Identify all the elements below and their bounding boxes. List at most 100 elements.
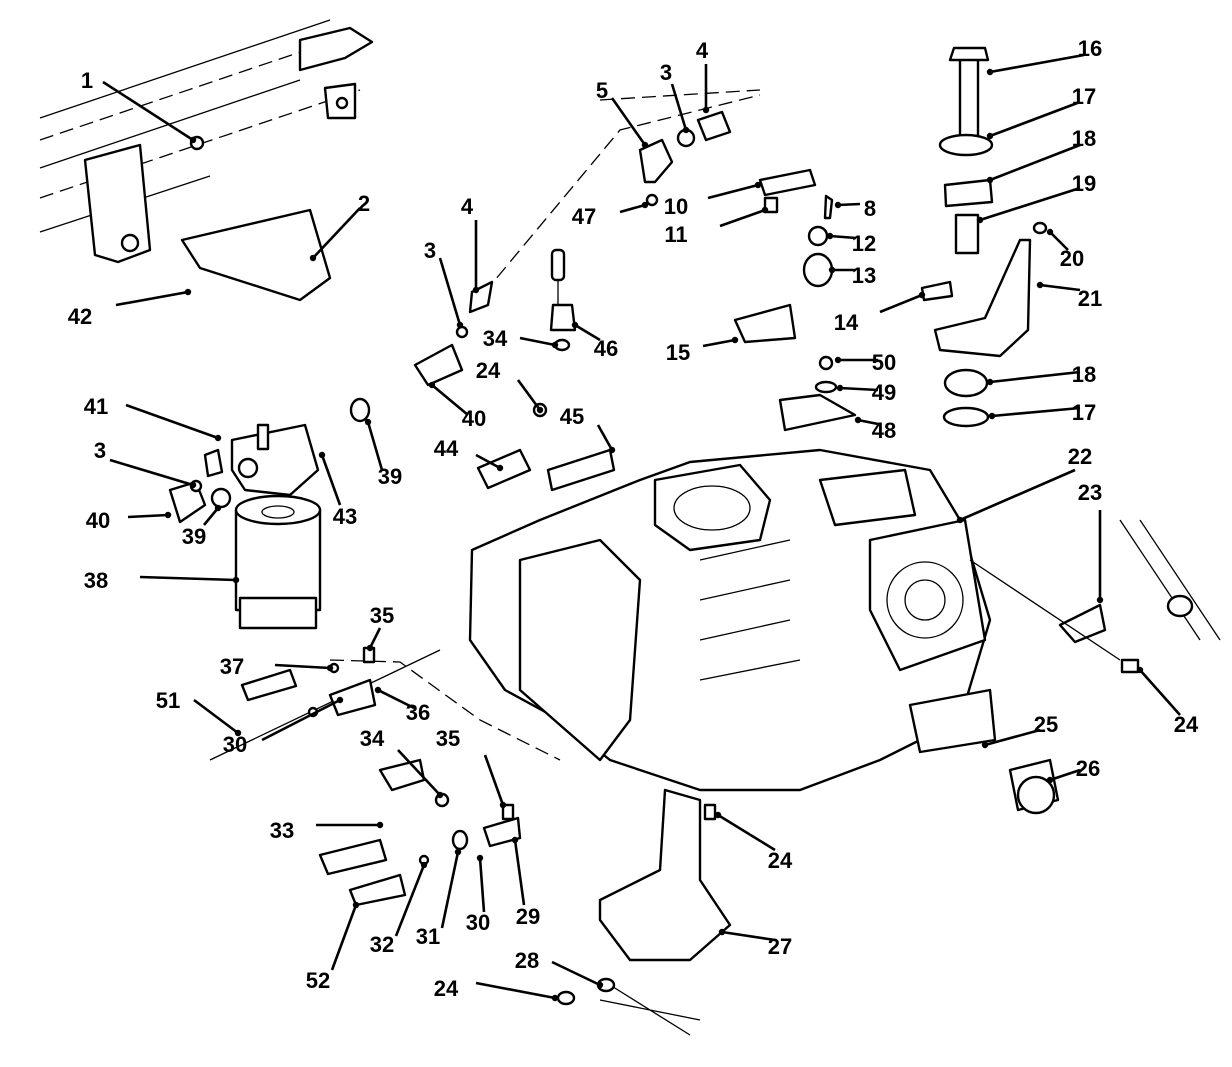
- leader-line-c2: [312, 207, 361, 259]
- leader-line-c38: [139, 575, 237, 582]
- callout-label-c50: 50: [872, 350, 896, 375]
- callout-label-c2: 2: [358, 191, 370, 216]
- leader-dot-c21: [1036, 281, 1044, 289]
- callout-label-c47: 47: [572, 204, 596, 229]
- leader-line-c5: [610, 97, 647, 146]
- leader-line-c49: [839, 386, 879, 392]
- leader-dot-c33: [376, 821, 384, 829]
- callout-label-c8: 8: [864, 196, 876, 221]
- leader-dot-c14: [918, 291, 926, 299]
- leader-line-c47: [619, 203, 646, 214]
- leader-line-c39a: [366, 421, 384, 471]
- callout-label-c23: 23: [1078, 480, 1102, 505]
- leader-dot-c18a: [986, 176, 994, 184]
- leader-dot-c52: [352, 901, 360, 909]
- leader-dot-c24c: [714, 811, 722, 819]
- callout-label-c3a: 3: [660, 60, 672, 85]
- leader-line-c24b: [1139, 669, 1181, 716]
- leader-dot-c31: [454, 848, 462, 856]
- leader-line-c36: [377, 688, 415, 710]
- callout-label-c48: 48: [872, 418, 896, 443]
- leader-dot-c34a: [436, 791, 444, 799]
- leader-line-c3b: [438, 257, 462, 326]
- callout-label-c20: 20: [1060, 246, 1084, 271]
- leader-line-c30b: [478, 857, 486, 913]
- callout-label-c40b: 40: [86, 508, 110, 533]
- leader-line-c14: [879, 293, 923, 314]
- leader-line-c26: [1049, 768, 1081, 782]
- leader-dot-c35a: [366, 644, 374, 652]
- leader-line-c24c: [717, 813, 776, 852]
- leader-dot-c26: [1046, 776, 1054, 784]
- callout-label-c19: 19: [1072, 171, 1096, 196]
- leader-line-c44: [475, 453, 501, 470]
- leader-line-c17b: [991, 406, 1081, 418]
- leader-dot-c46: [571, 321, 579, 329]
- callout-label-c35a: 35: [370, 603, 394, 628]
- leader-line-c17a: [989, 100, 1081, 138]
- leader-dot-c3b: [456, 321, 464, 329]
- mount-assembly: [814, 46, 1048, 428]
- leader-dot-c5: [641, 141, 649, 149]
- callout-label-c17a: 17: [1072, 84, 1096, 109]
- leader-dot-c2: [309, 254, 317, 262]
- leader-line-c30a: [261, 698, 341, 742]
- callout-label-c40a: 40: [462, 406, 486, 431]
- leader-dot-c10: [754, 181, 762, 189]
- leader-dot-c24b: [1136, 666, 1144, 674]
- callout-label-c10: 10: [664, 194, 688, 219]
- callout-label-c24b: 24: [1174, 712, 1199, 737]
- callout-label-c30b: 30: [466, 910, 490, 935]
- leader-line-c42: [115, 290, 189, 307]
- leader-dot-c34b: [551, 341, 559, 349]
- callout-label-c37: 37: [220, 654, 244, 679]
- leader-dot-c12: [826, 232, 834, 240]
- callout-label-c1: 1: [81, 68, 93, 93]
- callout-label-c43: 43: [333, 504, 357, 529]
- leader-dot-c35b: [499, 801, 507, 809]
- callout-label-c51: 51: [156, 688, 180, 713]
- callout-label-c38: 38: [84, 568, 108, 593]
- leader-line-c40b: [127, 513, 169, 519]
- callout-label-c24a: 24: [476, 358, 501, 383]
- leader-line-c29: [513, 839, 526, 906]
- callout-label-c42: 42: [68, 304, 92, 329]
- leader-dot-c22: [956, 516, 964, 524]
- leader-dot-c11: [761, 206, 769, 214]
- leader-line-c22: [959, 468, 1076, 522]
- leader-line-c48: [857, 418, 879, 426]
- callout-label-c12: 12: [852, 231, 876, 256]
- callout-label-c52: 52: [306, 968, 330, 993]
- leader-dot-c20: [1046, 228, 1054, 236]
- leader-dot-c1: [189, 136, 197, 144]
- callout-label-c32: 32: [370, 932, 394, 957]
- leader-line-c51: [193, 698, 239, 735]
- leader-dot-c19: [976, 216, 984, 224]
- leader-line-c25: [984, 728, 1041, 747]
- callout-label-c31: 31: [416, 924, 440, 949]
- leader-line-c35a: [368, 627, 382, 649]
- leader-line-c34b: [519, 336, 556, 347]
- leader-dot-c13: [828, 266, 836, 274]
- callout-label-c25: 25: [1034, 712, 1058, 737]
- leader-dot-c38: [232, 576, 240, 584]
- leader-line-c15: [702, 338, 736, 348]
- leader-line-c11: [719, 208, 766, 228]
- leader-dot-c24d: [551, 994, 559, 1002]
- callout-label-c5: 5: [596, 78, 608, 103]
- callout-label-c33: 33: [270, 818, 294, 843]
- callout-label-c45: 45: [560, 404, 584, 429]
- callout-label-c18b: 18: [1072, 362, 1096, 387]
- callout-label-c4b: 4: [461, 194, 474, 219]
- leader-line-c28: [551, 960, 601, 987]
- callout-label-c36: 36: [406, 700, 430, 725]
- leader-dot-c40b: [164, 511, 172, 519]
- callout-label-c3c: 3: [94, 438, 106, 463]
- leader-dot-c45: [608, 446, 616, 454]
- leader-dot-c3a: [682, 126, 690, 134]
- callout-label-c35b: 35: [436, 726, 460, 751]
- leader-line-c27: [721, 930, 776, 942]
- leader-dot-c43: [318, 451, 326, 459]
- leader-dot-c3c: [189, 481, 197, 489]
- leader-dot-c40a: [428, 381, 436, 389]
